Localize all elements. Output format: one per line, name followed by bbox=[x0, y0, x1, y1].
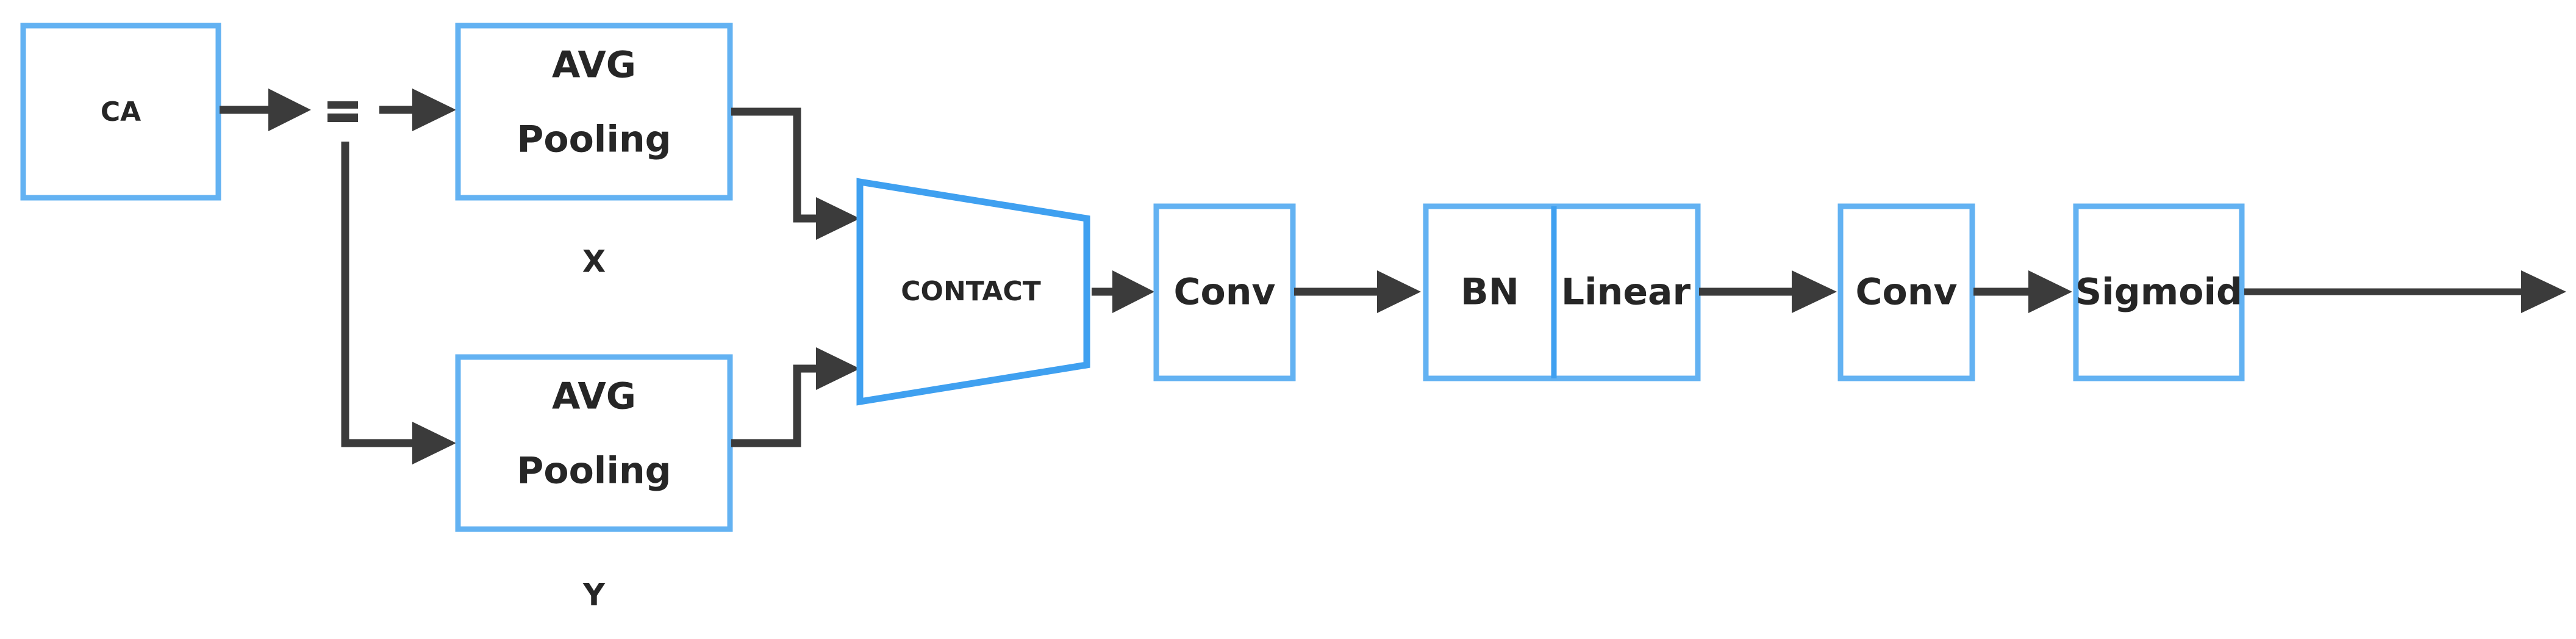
edge-branch-to-avg-bottom bbox=[341, 142, 456, 464]
edge-linear-to-conv2 bbox=[1699, 270, 1837, 313]
edge-contact-to-conv1 bbox=[1092, 270, 1154, 313]
sigmoid-box-outline bbox=[2073, 203, 2245, 381]
edge-conv1-to-bn bbox=[1294, 270, 1421, 313]
node-avg-pooling-top[interactable]: AVG Pooling bbox=[455, 23, 733, 201]
avg-pooling-top-label-line1: AVG bbox=[552, 44, 636, 87]
ca-box-outline bbox=[20, 23, 221, 201]
arrowhead-branch-to-avg-bottom bbox=[412, 422, 456, 464]
arrowhead-conv1-to-bn bbox=[1377, 270, 1421, 313]
node-conv-2[interactable]: Conv bbox=[1837, 203, 1975, 381]
node-conv-1[interactable]: Conv bbox=[1153, 203, 1296, 381]
arrowhead-avg-bottom-to-contact bbox=[816, 347, 860, 390]
avg-pooling-bottom-label-line2: Pooling bbox=[517, 450, 671, 493]
contact-label: CONTACT bbox=[901, 276, 1040, 307]
node-ca[interactable]: CA bbox=[20, 23, 221, 201]
arrowhead-output bbox=[2521, 270, 2566, 313]
arrowhead-contact-to-conv1 bbox=[1112, 270, 1154, 313]
arrowhead-linear-to-conv2 bbox=[1792, 270, 1837, 313]
axis-label-x: X bbox=[582, 244, 606, 280]
sigmoid-label: Sigmoid bbox=[2075, 271, 2242, 314]
node-sigmoid[interactable]: Sigmoid bbox=[2073, 203, 2245, 381]
avg-pooling-bottom-box-outline bbox=[455, 354, 733, 532]
ca-label: CA bbox=[101, 96, 141, 128]
avg-pooling-bottom-label-line1: AVG bbox=[552, 375, 636, 418]
edge-sigmoid-to-output bbox=[2244, 270, 2566, 313]
arrowhead-avg-top-to-contact bbox=[816, 197, 860, 240]
node-bn-linear-group[interactable]: BN Linear bbox=[1423, 203, 1701, 381]
equals-sign bbox=[327, 101, 358, 122]
edge-avg-top-to-contact bbox=[731, 107, 860, 240]
linear-label: Linear bbox=[1561, 271, 1691, 314]
conv-1-box-outline bbox=[1153, 203, 1296, 381]
conv-1-label: Conv bbox=[1173, 271, 1275, 314]
conv-2-box-outline bbox=[1837, 203, 1975, 381]
axis-label-y: Y bbox=[582, 577, 606, 613]
arrowhead-ca-to-equals bbox=[268, 88, 311, 131]
edge-equals-to-avg-top bbox=[379, 88, 456, 131]
arrowhead-conv2-to-sigmoid bbox=[2028, 270, 2072, 313]
bn-label: BN bbox=[1461, 271, 1519, 314]
edge-ca-to-equals bbox=[220, 88, 311, 131]
avg-pooling-top-label-line2: Pooling bbox=[517, 118, 671, 161]
node-avg-pooling-bottom[interactable]: AVG Pooling bbox=[455, 354, 733, 532]
bn-linear-box-outline bbox=[1423, 203, 1701, 381]
contact-trapezoid-outline bbox=[856, 178, 1090, 406]
conv-2-label: Conv bbox=[1855, 271, 1957, 314]
avg-pooling-top-box-outline bbox=[455, 23, 733, 201]
node-contact[interactable]: CONTACT bbox=[856, 178, 1090, 406]
edge-avg-bottom-to-contact bbox=[731, 347, 860, 447]
edge-conv2-to-sigmoid bbox=[1973, 270, 2072, 313]
arrowhead-equals-to-avg-top bbox=[412, 88, 456, 131]
